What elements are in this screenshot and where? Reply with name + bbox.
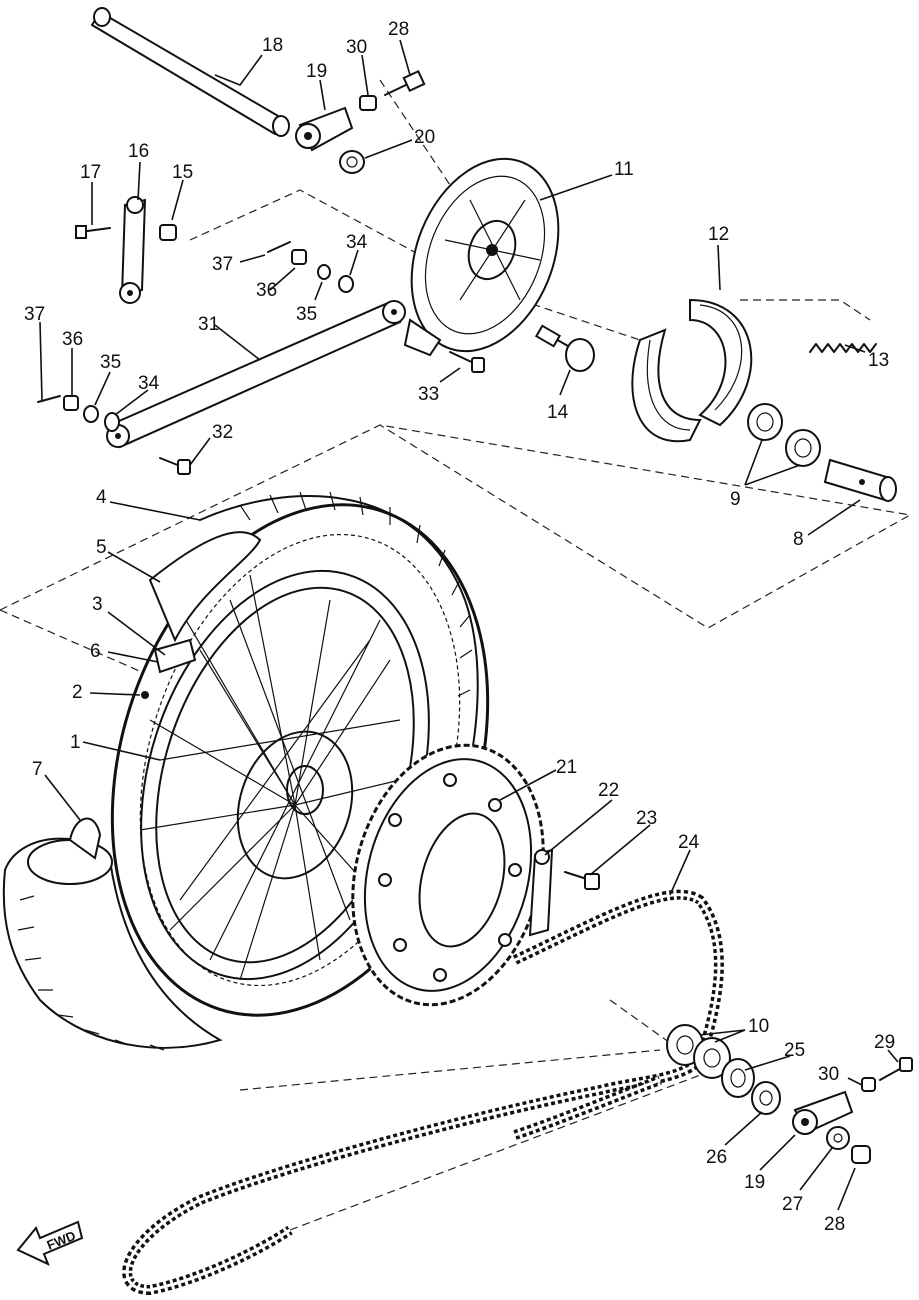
chain-adjuster-right <box>792 1090 854 1135</box>
nut-30-bottom <box>861 1077 876 1092</box>
washer-35-right <box>317 264 331 280</box>
label-15: 15 <box>172 162 193 183</box>
label-35-right: 35 <box>296 304 317 325</box>
spacer-8 <box>823 458 897 502</box>
collar-26 <box>751 1081 781 1115</box>
assembly-guide-lines <box>0 79 912 1231</box>
label-37-right: 37 <box>212 254 233 275</box>
label-8: 8 <box>793 529 804 550</box>
fwd-label: FWD <box>45 1228 78 1253</box>
drive-chain <box>122 889 724 1296</box>
nut-36-right <box>291 249 307 265</box>
label-24: 24 <box>678 832 700 853</box>
tension-bar <box>106 300 406 449</box>
rear-sprocket <box>351 743 545 1007</box>
label-28-bottom: 28 <box>824 1214 845 1235</box>
bolt-28-top <box>384 69 426 96</box>
nut-15 <box>159 224 177 241</box>
label-13: 13 <box>868 350 889 371</box>
label-18: 18 <box>262 35 283 56</box>
washer-34-right <box>338 275 354 293</box>
label-21: 21 <box>556 757 577 778</box>
label-16: 16 <box>128 141 149 162</box>
bolt-17 <box>75 225 111 239</box>
label-35-left: 35 <box>100 352 121 373</box>
callout-labels: 18 19 30 28 20 11 12 16 17 15 37 36 35 3… <box>24 19 895 1235</box>
label-19-bottom: 19 <box>744 1172 765 1193</box>
label-3: 3 <box>92 594 103 615</box>
brake-camshaft <box>534 324 595 372</box>
nut-30-top <box>359 95 377 111</box>
brake-shoe-plate <box>403 157 560 357</box>
pin-37-left <box>37 395 61 403</box>
label-11: 11 <box>614 159 634 180</box>
rim-band-7 <box>2 817 223 1051</box>
label-10: 10 <box>748 1016 769 1037</box>
label-34-right: 34 <box>346 232 368 253</box>
brake-spring <box>809 343 877 353</box>
label-19-top: 19 <box>306 61 327 82</box>
bolt-32 <box>159 457 191 475</box>
label-28-top: 28 <box>388 19 409 40</box>
label-9: 9 <box>730 489 741 510</box>
label-7: 7 <box>32 759 43 780</box>
label-6: 6 <box>90 641 101 662</box>
label-17: 17 <box>80 162 101 183</box>
label-14: 14 <box>547 402 569 423</box>
label-31: 31 <box>198 314 219 335</box>
tension-bar-arm <box>119 196 147 304</box>
label-5: 5 <box>96 537 107 558</box>
label-33: 33 <box>418 384 439 405</box>
chain-adjuster-left <box>295 106 354 152</box>
label-4: 4 <box>96 487 107 508</box>
oil-seal-25 <box>721 1058 755 1098</box>
label-37-left: 37 <box>24 304 45 325</box>
label-36-right: 36 <box>256 280 277 301</box>
label-32: 32 <box>212 422 233 443</box>
bolt-29 <box>879 1057 913 1081</box>
nut-36-left <box>63 395 79 411</box>
leader-lines <box>39 39 899 1211</box>
label-1: 1 <box>70 732 81 753</box>
washer-27 <box>826 1126 850 1150</box>
label-12: 12 <box>708 224 729 245</box>
wheel-bearings-10 <box>666 1024 731 1079</box>
pin-37-right <box>267 241 291 253</box>
label-30-top: 30 <box>346 37 367 58</box>
washer-35-left <box>83 405 99 423</box>
washer-34-left <box>104 412 120 432</box>
brake-shoes <box>631 298 753 443</box>
label-36-left: 36 <box>62 329 83 350</box>
locking-washer-22 <box>528 848 554 937</box>
fwd-arrow: FWD <box>16 1220 84 1266</box>
collar-20 <box>339 150 365 174</box>
label-2: 2 <box>72 682 83 703</box>
label-22: 22 <box>598 780 619 801</box>
wheel-bearings-9 <box>747 403 821 467</box>
label-27: 27 <box>782 1194 803 1215</box>
label-30-bottom: 30 <box>818 1064 839 1085</box>
nut-28-bottom <box>851 1145 871 1164</box>
label-29: 29 <box>874 1032 895 1053</box>
label-20: 20 <box>414 127 435 148</box>
bolt-33 <box>449 351 485 373</box>
axle <box>91 7 290 137</box>
label-25: 25 <box>784 1040 805 1061</box>
label-34-left: 34 <box>138 373 160 394</box>
label-23: 23 <box>636 808 657 829</box>
bolt-23 <box>564 871 600 890</box>
label-26: 26 <box>706 1147 727 1168</box>
